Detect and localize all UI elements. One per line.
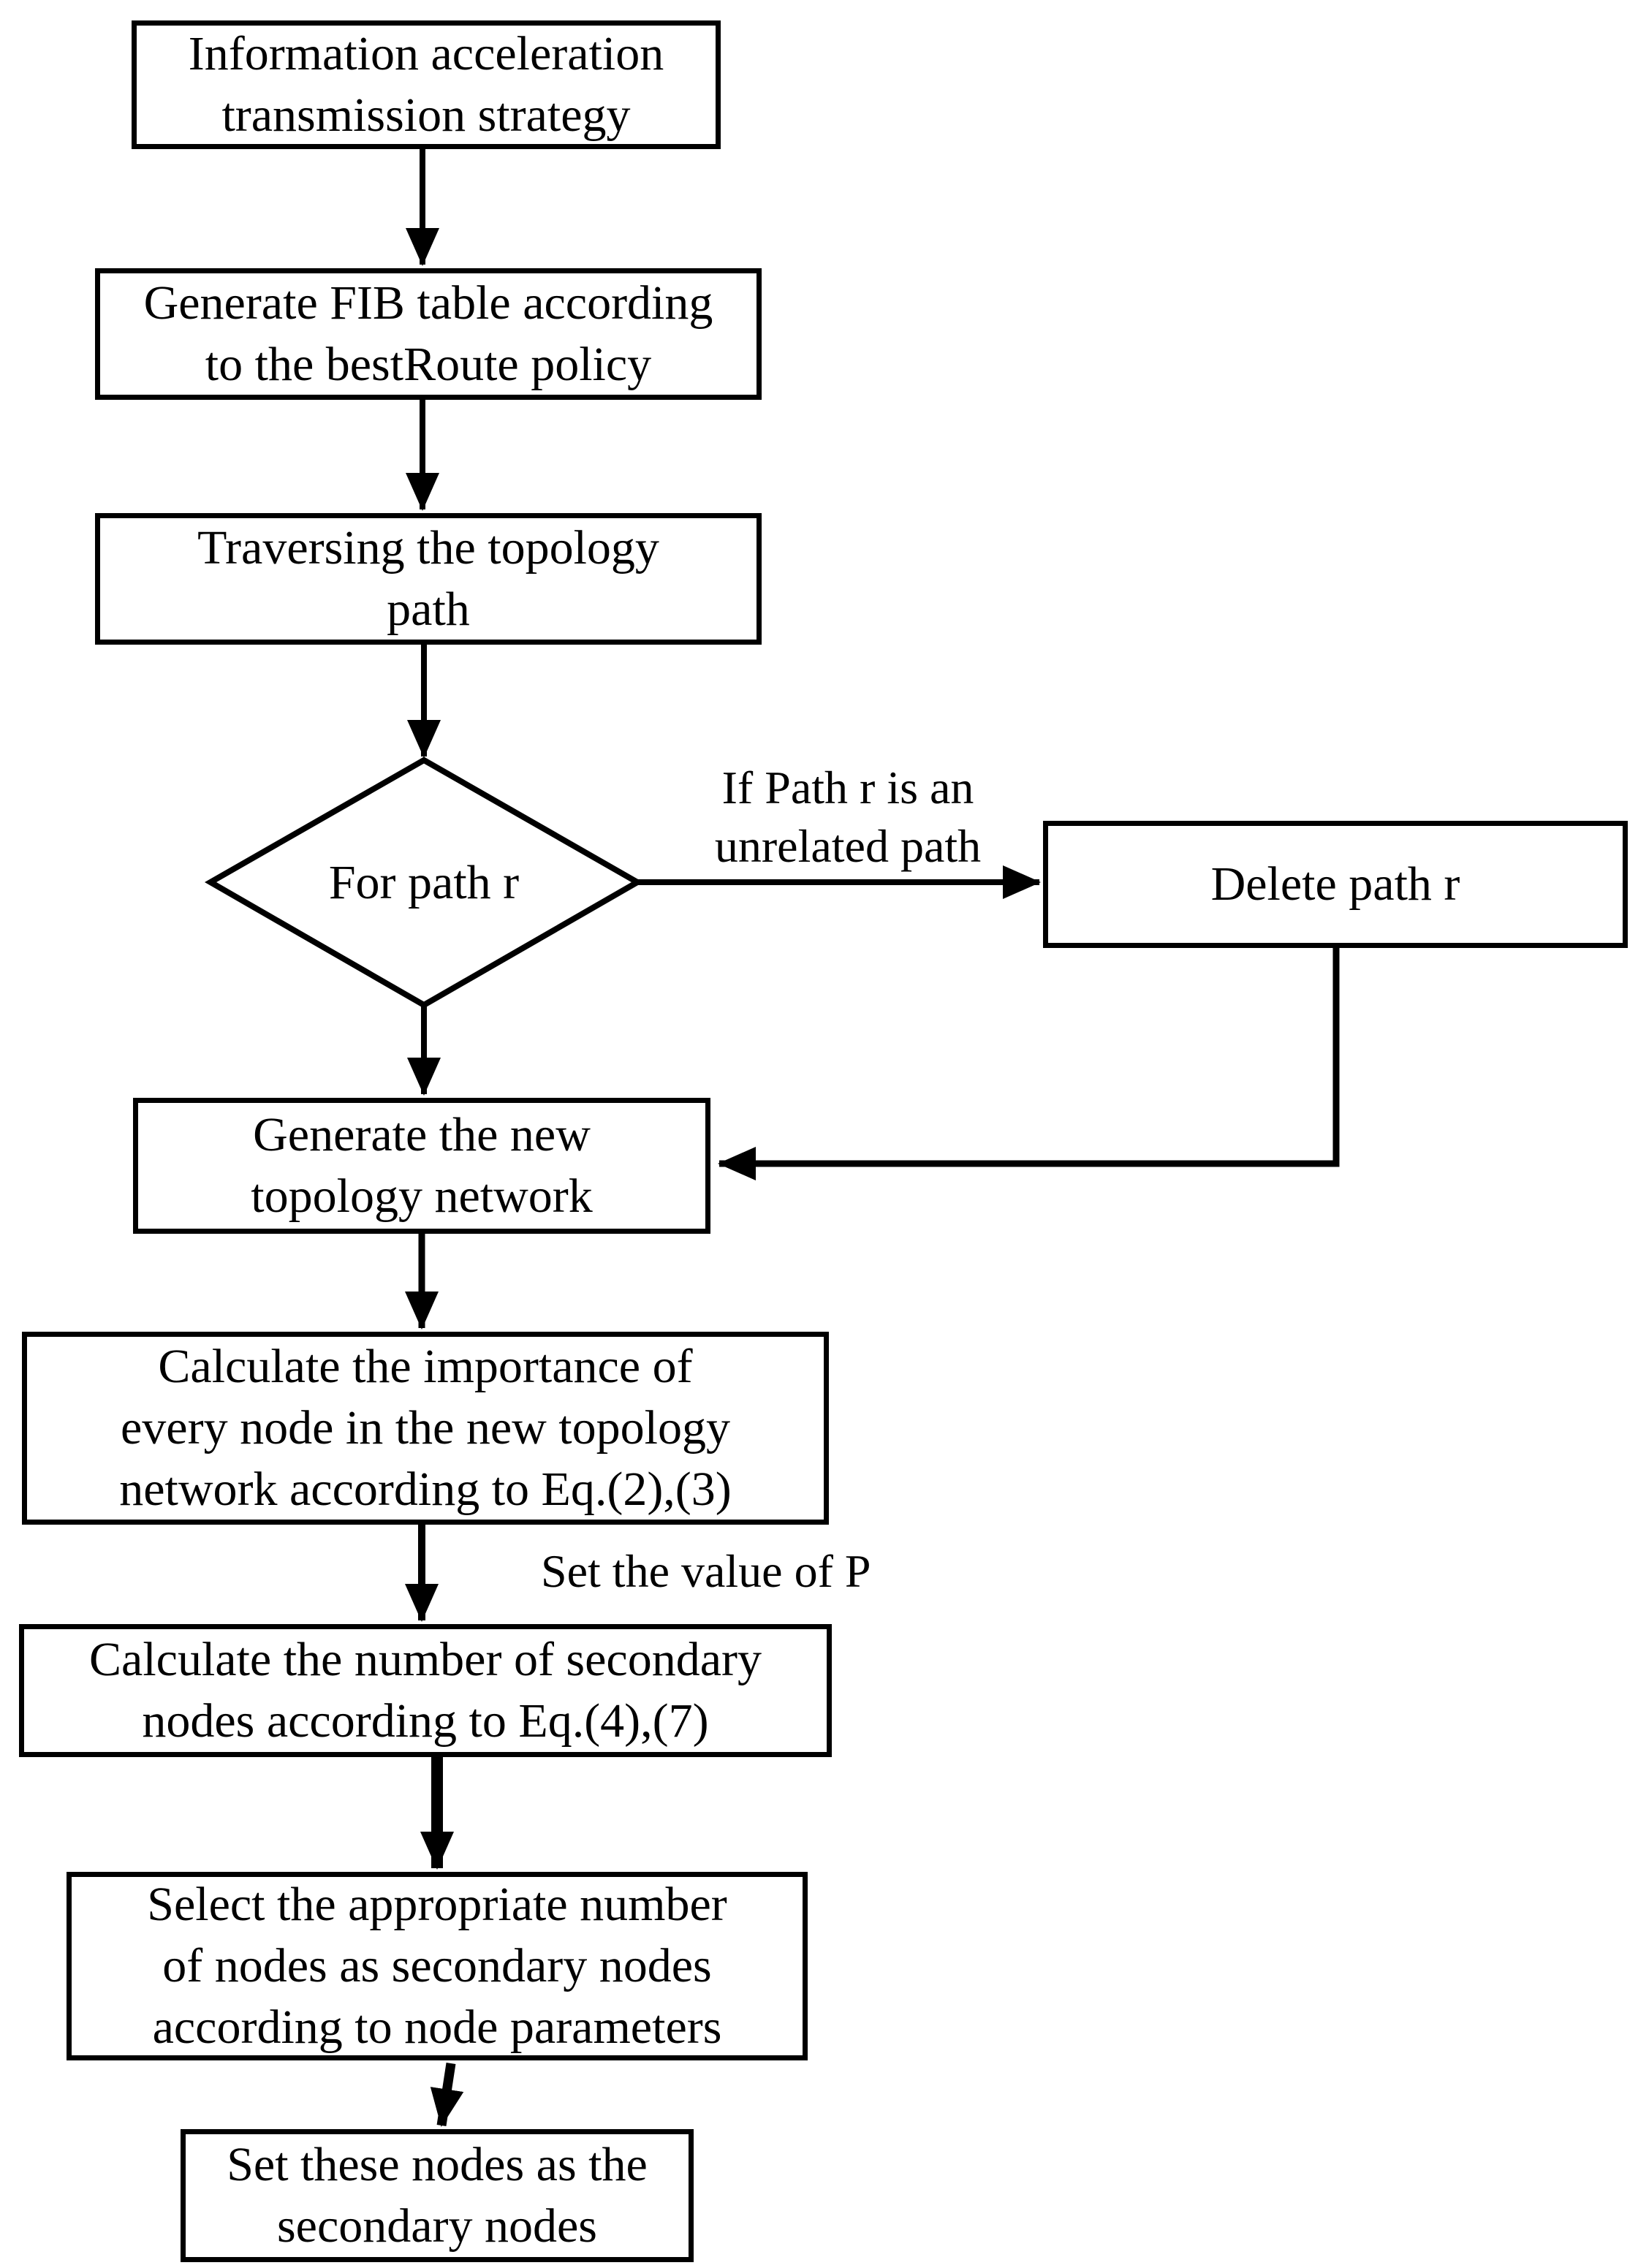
edge-label-unrelated-path: If Path r is an unrelated path — [643, 759, 1053, 876]
node-delete-path-r: Delete path r — [1043, 821, 1628, 948]
node-label: Information acceleration transmission st… — [188, 27, 664, 142]
node-label: Calculate the importance of every node i… — [119, 1340, 732, 1516]
edge-label-text: Set the value of P — [541, 1545, 871, 1597]
node-label: Delete path r — [1210, 857, 1460, 911]
node-generate-fib-table: Generate FIB table according to the best… — [95, 268, 762, 400]
edge-select-to-set-secondary — [430, 2063, 464, 2127]
node-label: Set these nodes as the secondary nodes — [227, 2138, 648, 2253]
node-calculate-secondary-count: Calculate the number of secondary nodes … — [19, 1624, 832, 1757]
edge-label-set-value-p: Set the value of P — [541, 1542, 950, 1601]
edge-delete-to-new-topology — [718, 948, 1340, 1180]
node-label: Traversing the topology path — [197, 521, 659, 636]
decision-diamond-shape — [204, 756, 644, 1009]
decision-for-path-r: For path r — [211, 760, 637, 1005]
node-label: Calculate the number of secondary nodes … — [89, 1633, 762, 1748]
node-traversing-topology-path: Traversing the topology path — [95, 513, 762, 645]
node-set-secondary-nodes: Set these nodes as the secondary nodes — [181, 2129, 694, 2262]
node-generate-new-topology: Generate the new topology network — [133, 1098, 710, 1234]
node-label: Select the appropriate number of nodes a… — [147, 1878, 727, 2054]
node-information-acceleration-strategy: Information acceleration transmission st… — [132, 20, 721, 149]
node-calculate-importance: Calculate the importance of every node i… — [22, 1332, 829, 1525]
node-select-secondary-nodes: Select the appropriate number of nodes a… — [67, 1872, 808, 2060]
node-label: Generate the new topology network — [251, 1108, 593, 1223]
edge-label-text: If Path r is an unrelated path — [714, 762, 982, 872]
node-label: For path r — [328, 855, 520, 909]
node-label: Generate FIB table according to the best… — [143, 276, 713, 391]
